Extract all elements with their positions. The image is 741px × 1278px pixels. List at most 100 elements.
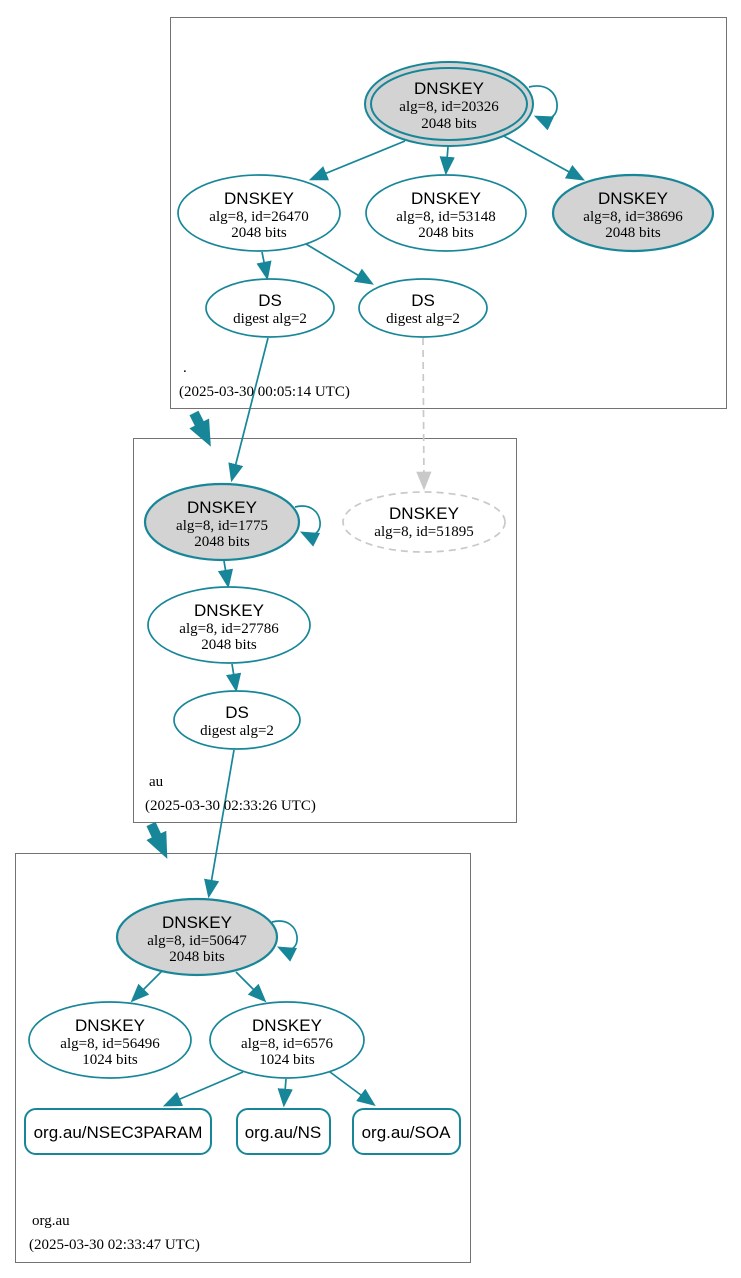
dnskey-27786-ellipse[interactable] [147,586,311,664]
ds-root-left-ellipse[interactable] [205,278,335,338]
zone-label-au: au [149,774,164,790]
edge-20326-53148 [439,146,455,176]
rrset-nsec3param-label: org.au/NSEC3PARAM [34,1123,203,1142]
rrset-nsec3param-rect[interactable] [24,1108,212,1155]
dnskey-node-20326[interactable]: DNSKEY alg=8, id=20326 2048 bits [364,61,534,147]
edge-20326-26470 [308,140,406,181]
dnskey-26470-ellipse[interactable] [177,174,341,252]
edge-50647-56496 [130,970,163,1003]
zone-cut-arrow-au-org-au [146,821,168,859]
edge-6576-ns [277,1078,293,1108]
zone-label-root: . [183,360,187,376]
dnskey-50647-ellipse[interactable] [115,897,279,977]
zone-timestamp-root: (2025-03-30 00:05:14 UTC) [179,384,350,400]
rrset-soa-rect[interactable] [352,1108,461,1155]
dnskey-1775-title: DNSKEY [187,498,257,517]
dnskey-node-26470[interactable]: DNSKEY alg=8, id=26470 2048 bits [177,174,341,252]
dnskey-53148-bits: 2048 bits [418,225,474,241]
rrset-soa-label: org.au/SOA [362,1123,451,1142]
dnskey-6576-bits: 1024 bits [259,1052,315,1068]
dnskey-26470-bits: 2048 bits [231,225,287,241]
ds-root-left-detail: digest alg=2 [233,311,307,327]
dnskey-node-27786[interactable]: DNSKEY alg=8, id=27786 2048 bits [147,586,311,664]
dnskey-20326-outer-ring[interactable] [364,61,534,147]
dnskey-1775-bits: 2048 bits [194,534,250,550]
edge-self-sign-20326 [528,85,558,131]
ds-root-left-title: DS [258,291,282,310]
dnskey-51895-detail: alg=8, id=51895 [374,524,473,540]
dnskey-20326-inner-ring [370,67,528,141]
zone-timestamp-org-au: (2025-03-30 02:33:47 UTC) [29,1237,200,1253]
dnskey-node-38696[interactable]: DNSKEY alg=8, id=38696 2048 bits [551,173,715,253]
rrset-ns-label: org.au/NS [245,1123,322,1142]
dnskey-38696-title: DNSKEY [598,189,668,208]
dnskey-27786-bits: 2048 bits [201,637,257,653]
dnskey-51895-ellipse[interactable] [342,491,506,553]
ds-root-right-title: DS [411,291,435,310]
dnskey-50647-title: DNSKEY [162,913,232,932]
ds-au-title: DS [225,703,249,722]
edge-ds-au-to-50647 [204,749,235,899]
dnskey-56496-ellipse[interactable] [28,1001,192,1079]
dnskey-56496-detail: alg=8, id=56496 [60,1036,160,1052]
zone-timestamp-au: (2025-03-30 02:33:26 UTC) [145,798,316,814]
dnskey-53148-ellipse[interactable] [365,174,527,252]
ds-node-au[interactable]: DS digest alg=2 [173,690,301,750]
edge-27786-ds-au [226,663,242,693]
dnskey-6576-detail: alg=8, id=6576 [241,1036,333,1052]
dnskey-38696-bits: 2048 bits [605,225,661,241]
zone-box-org-au [15,853,471,1263]
ds-au-detail: digest alg=2 [200,723,274,739]
dnskey-27786-title: DNSKEY [194,601,264,620]
dnskey-node-51895[interactable]: DNSKEY alg=8, id=51895 [342,491,506,553]
edge-20326-38696 [499,133,585,181]
dnskey-20326-detail: alg=8, id=20326 [399,99,499,115]
dnskey-6576-title: DNSKEY [252,1016,322,1035]
edge-6576-soa [329,1071,376,1107]
edge-self-sign-50647 [271,920,298,962]
dnskey-20326-bits: 2048 bits [421,116,477,132]
ds-root-right-detail: digest alg=2 [386,311,460,327]
dnskey-20326-title: DNSKEY [414,79,484,98]
dnskey-56496-bits: 1024 bits [82,1052,138,1068]
dnskey-50647-detail: alg=8, id=50647 [147,933,247,949]
edge-6576-nsec3param [162,1071,244,1107]
dnskey-50647-bits: 2048 bits [169,949,225,965]
zone-box-au [133,438,517,823]
dnskey-6576-ellipse[interactable] [209,1001,365,1079]
dnskey-node-50647[interactable]: DNSKEY alg=8, id=50647 2048 bits [115,897,279,977]
rrset-node-org-au-nsec3param[interactable]: org.au/NSEC3PARAM [24,1108,212,1155]
dnskey-node-56496[interactable]: DNSKEY alg=8, id=56496 1024 bits [28,1001,192,1079]
edge-26470-ds-right [305,243,374,285]
zone-label-org-au: org.au [32,1213,70,1229]
dnskey-node-1775[interactable]: DNSKEY alg=8, id=1775 2048 bits [143,482,301,562]
dnskey-27786-detail: alg=8, id=27786 [179,621,279,637]
dnskey-26470-detail: alg=8, id=26470 [209,209,308,225]
dnskey-53148-title: DNSKEY [411,189,481,208]
dnskey-1775-ellipse[interactable] [143,482,301,562]
zone-box-root [170,17,727,409]
ds-au-ellipse[interactable] [173,690,301,750]
dnskey-38696-detail: alg=8, id=38696 [583,209,683,225]
dnskey-38696-ellipse[interactable] [551,173,715,253]
dnskey-56496-title: DNSKEY [75,1016,145,1035]
edge-ds-root-to-1775 [228,337,269,483]
dnskey-53148-detail: alg=8, id=53148 [396,209,495,225]
edge-1775-27786 [217,560,234,589]
dnskey-node-53148[interactable]: DNSKEY alg=8, id=53148 2048 bits [365,174,527,252]
edge-ds-root-to-51895-dashed [416,337,432,491]
edge-self-sign-1775 [294,505,321,547]
rrset-node-org-au-ns[interactable]: org.au/NS [236,1108,331,1155]
ds-root-right-ellipse[interactable] [358,278,488,338]
zone-cut-arrow-root-au [189,410,211,447]
ds-node-root-left[interactable]: DS digest alg=2 [205,278,335,338]
edge-26470-ds-left [256,251,272,281]
dnskey-51895-title: DNSKEY [389,504,459,523]
ds-node-root-right[interactable]: DS digest alg=2 [358,278,488,338]
rrset-node-org-au-soa[interactable]: org.au/SOA [352,1108,461,1155]
dnskey-node-6576[interactable]: DNSKEY alg=8, id=6576 1024 bits [209,1001,365,1079]
edge-50647-6576 [235,971,267,1003]
rrset-ns-rect[interactable] [236,1108,331,1155]
